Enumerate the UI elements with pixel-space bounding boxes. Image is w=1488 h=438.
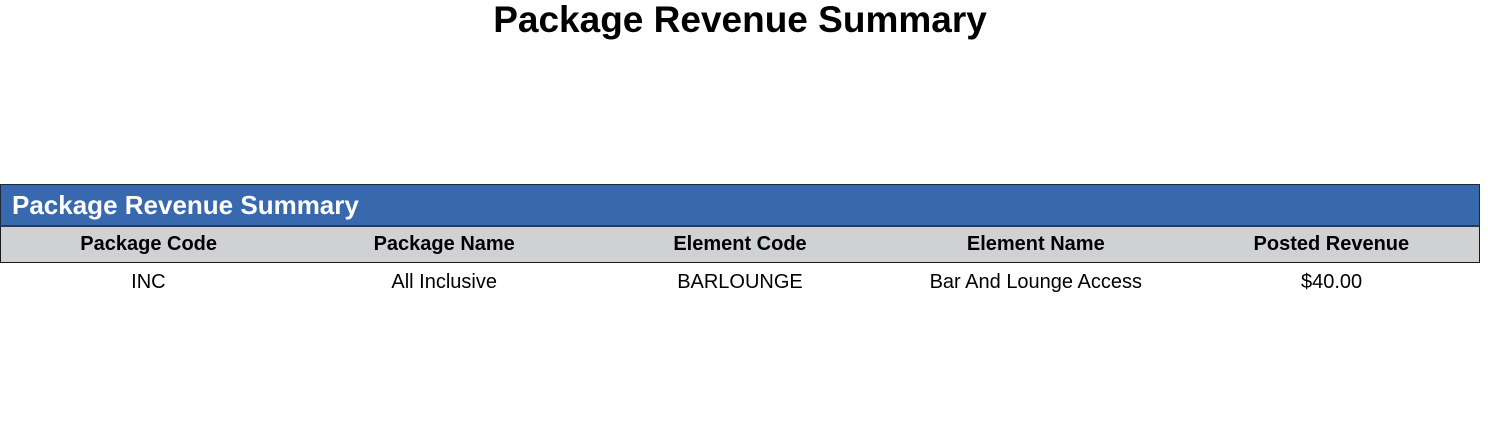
table-header-row: Package Code Package Name Element Code E…	[0, 226, 1480, 263]
section-title-band: Package Revenue Summary	[0, 184, 1480, 226]
table-row: INC All Inclusive BARLOUNGE Bar And Loun…	[1, 263, 1480, 302]
cell-package-code: INC	[131, 270, 166, 293]
cell-element-name: Bar And Lounge Access	[929, 270, 1142, 293]
report-section: Package Revenue Summary Package Code Pac…	[0, 184, 1480, 301]
cell-posted-revenue: $40.00	[1301, 270, 1363, 293]
cell-package-name: All Inclusive	[391, 270, 497, 293]
page-title: Package Revenue Summary	[493, 0, 987, 40]
column-header-posted-revenue: Posted Revenue	[1183, 226, 1480, 263]
cell-element-code: BARLOUNGE	[677, 270, 803, 293]
column-header-element-name: Element Name	[887, 226, 1184, 263]
column-header-element-code: Element Code	[592, 226, 888, 263]
column-header-package-name: Package Name	[296, 226, 593, 263]
column-header-package-code: Package Code	[0, 226, 297, 263]
revenue-table: Package Code Package Name Element Code E…	[0, 226, 1480, 301]
